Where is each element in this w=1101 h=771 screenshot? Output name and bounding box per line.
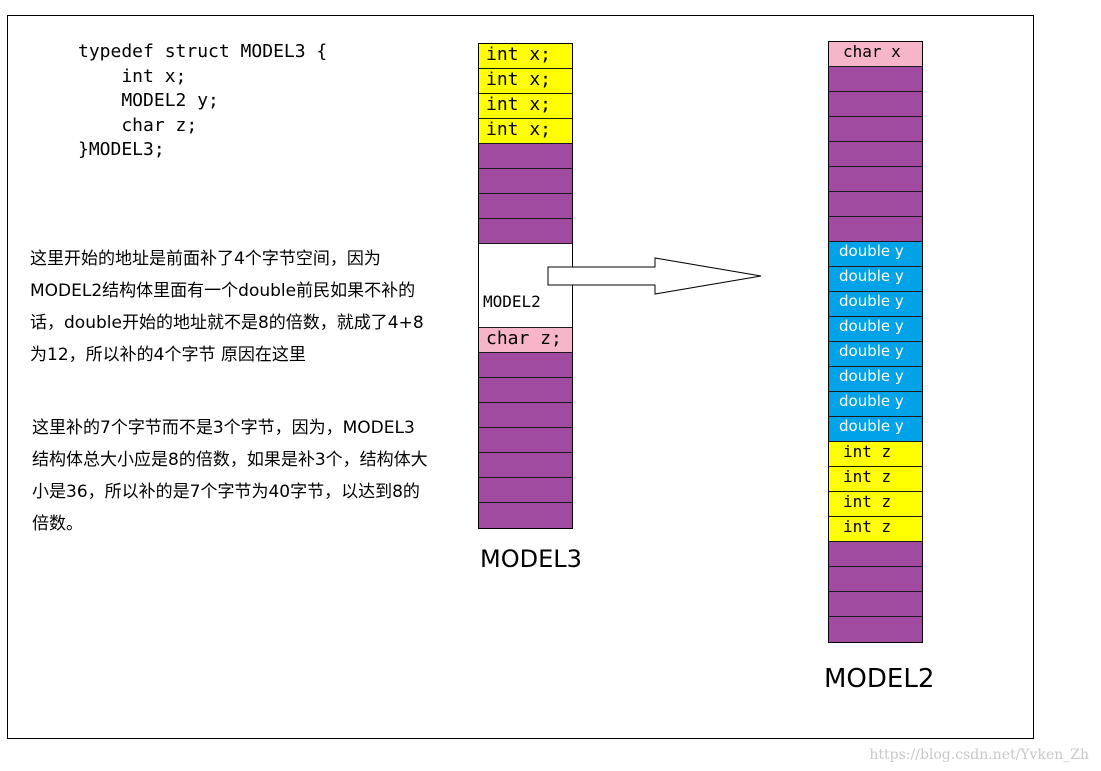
model2-padding-byte xyxy=(829,567,922,592)
watermark-url: https://blog.csdn.net/Yvken_Zh xyxy=(869,747,1089,763)
model2-padding-byte xyxy=(829,542,922,567)
model3-int-x-byte: int x; xyxy=(479,44,572,69)
model2-double-y-byte: double y xyxy=(829,292,922,317)
model2-double-y-byte: double y xyxy=(829,392,922,417)
model2-padding-byte xyxy=(829,617,922,642)
note1-line-2: MODEL2结构体里面有一个double前民如果不补的 xyxy=(30,281,416,301)
code-line-1: typedef struct MODEL3 { xyxy=(78,41,328,62)
model2-int-z-byte: int z xyxy=(829,492,922,517)
model2-caption: MODEL2 xyxy=(824,664,935,694)
code-line-3: MODEL2 y; xyxy=(78,90,219,111)
model2-padding-byte xyxy=(829,92,922,117)
model2-double-y-byte: double y xyxy=(829,417,922,442)
note1-line-3: 话，double开始的地址就不是8的倍数，就成了4+8 xyxy=(30,313,424,333)
model3-int-x-byte: int x; xyxy=(479,119,572,144)
note2-line-2: 结构体总大小应是8的倍数，如果是补3个，结构体大 xyxy=(32,450,428,470)
model2-int-z-byte: int z xyxy=(829,467,922,492)
expand-arrow-icon xyxy=(547,257,762,295)
model3-padding-byte xyxy=(479,144,572,169)
struct-code: typedef struct MODEL3 { int x; MODEL2 y;… xyxy=(78,40,327,163)
model2-padding-byte xyxy=(829,217,922,242)
model2-char-x-byte: char x xyxy=(829,42,922,67)
model2-double-y-byte: double y xyxy=(829,242,922,267)
model3-int-x-byte: int x; xyxy=(479,94,572,119)
model3-padding-byte xyxy=(479,378,572,403)
model2-int-z-byte: int z xyxy=(829,517,922,542)
model3-int-x-byte: int x; xyxy=(479,69,572,94)
model2-double-y-byte: double y xyxy=(829,267,922,292)
model3-caption: MODEL3 xyxy=(480,545,582,573)
model2-padding-byte xyxy=(829,67,922,92)
model2-double-y-byte: double y xyxy=(829,367,922,392)
model3-padding-byte xyxy=(479,353,572,378)
model3-nested-model2-block: MODEL2 xyxy=(479,244,572,328)
padding-note-4-bytes: 这里开始的地址是前面补了4个字节空间，因为 MODEL2结构体里面有一个doub… xyxy=(30,243,470,371)
code-line-5: }MODEL3; xyxy=(78,139,165,160)
model3-padding-byte xyxy=(479,453,572,478)
model3-padding-byte xyxy=(479,428,572,453)
code-line-4: char z; xyxy=(78,114,198,136)
model3-padding-byte xyxy=(479,194,572,219)
model3-padding-byte xyxy=(479,478,572,503)
model3-padding-byte xyxy=(479,219,572,244)
model2-double-y-byte: double y xyxy=(829,342,922,367)
model2-padding-byte xyxy=(829,142,922,167)
model2-int-z-byte: int z xyxy=(829,442,922,467)
model2-padding-byte xyxy=(829,167,922,192)
model3-padding-byte xyxy=(479,503,572,528)
padding-note-7-bytes: 这里补的7个字节而不是3个字节，因为，MODEL3 结构体总大小应是8的倍数，如… xyxy=(32,412,477,540)
model3-padding-byte xyxy=(479,169,572,194)
note2-line-1: 这里补的7个字节而不是3个字节，因为，MODEL3 xyxy=(32,418,415,438)
note2-line-3: 小是36，所以补的是7个字节为40字节，以达到8的 xyxy=(32,482,420,502)
model2-padding-byte xyxy=(829,592,922,617)
model2-double-y-byte: double y xyxy=(829,317,922,342)
model2-memory-column: char x double y double y double y double… xyxy=(828,41,923,643)
model2-padding-byte xyxy=(829,192,922,217)
note1-line-4: 为12，所以补的4个字节 原因在这里 xyxy=(30,345,306,365)
model3-char-z-byte: char z; xyxy=(479,328,572,353)
model2-padding-byte xyxy=(829,117,922,142)
model3-padding-byte xyxy=(479,403,572,428)
code-line-2: int x; xyxy=(78,65,187,87)
note2-line-4: 倍数。 xyxy=(32,514,83,534)
model3-memory-column: int x; int x; int x; int x; MODEL2 char … xyxy=(478,43,573,529)
note1-line-1: 这里开始的地址是前面补了4个字节空间，因为 xyxy=(30,249,381,269)
